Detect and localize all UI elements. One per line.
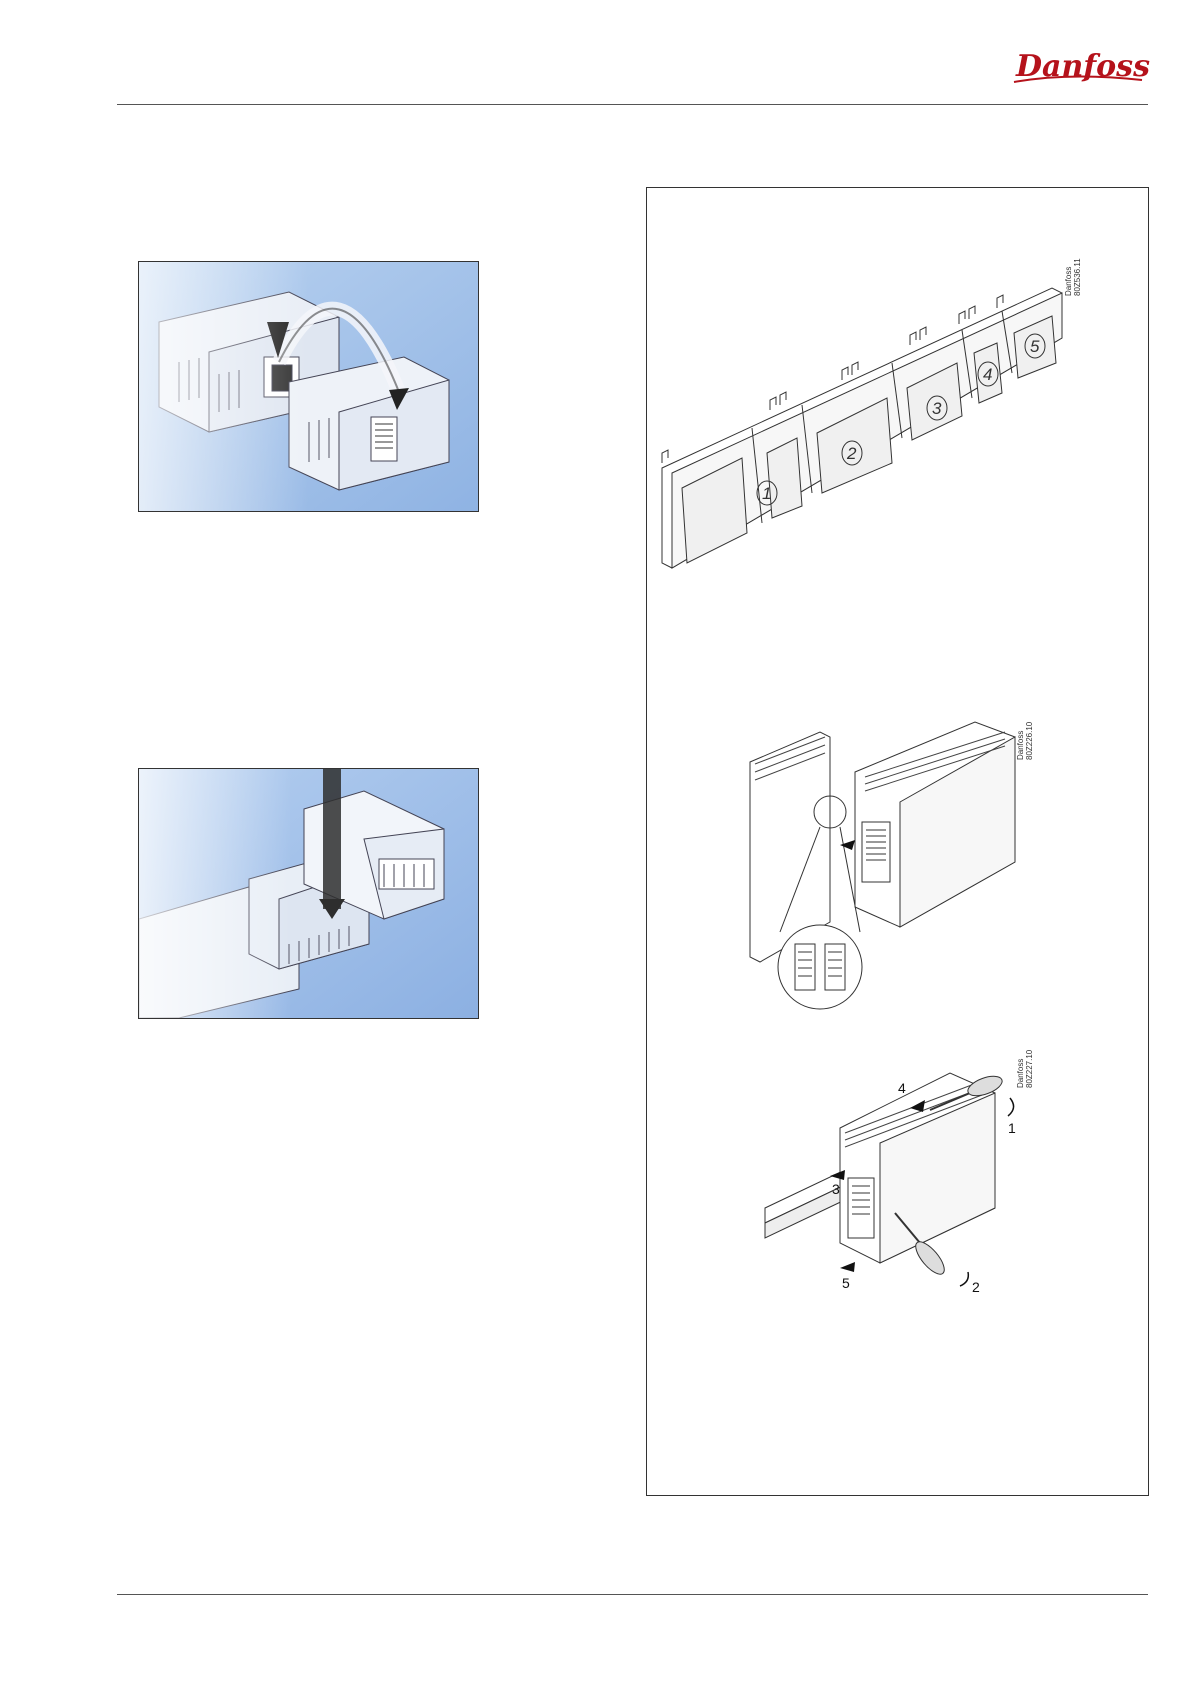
step-label: 5 [842,1275,850,1291]
figure-code: Danfoss 80Z227.10 [1016,1050,1034,1088]
module-number: 4 [983,365,992,384]
step-label: 1 [1008,1120,1016,1136]
photo-module-insert [138,768,479,1019]
header-rule [117,104,1148,105]
step-label: 4 [898,1080,906,1096]
figure-din-rail-mount: 1 2 3 4 5 [760,1048,1040,1308]
figure-module-connect [740,712,1020,1012]
footer-rule [117,1594,1148,1595]
module-number: 3 [932,399,942,418]
module-number: 2 [846,444,857,463]
figure-code: Danfoss 80Z226.10 [1016,722,1034,760]
figure-module-row: 1 2 3 4 5 [652,248,1082,578]
figure-code: Danfoss 80Z536.11 [1064,258,1082,296]
module-number: 1 [762,484,771,503]
step-label: 3 [832,1181,840,1197]
danfoss-logo: Danfoss [1010,42,1150,92]
photo-module-flip [138,261,479,512]
step-label: 2 [972,1279,980,1295]
module-number: 5 [1030,337,1040,356]
